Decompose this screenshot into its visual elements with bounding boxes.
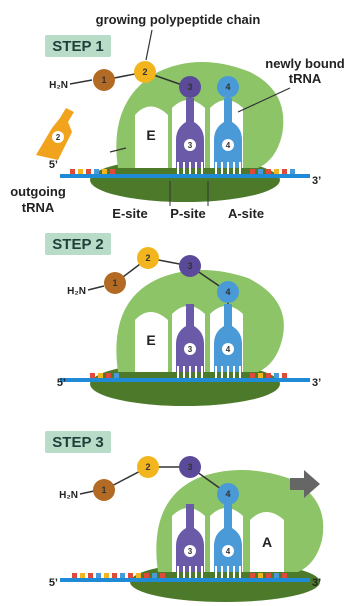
amino-acid-3-step3 <box>179 456 201 478</box>
amino-acid-2-label-step3: 2 <box>145 462 150 472</box>
trna-p-number-1: 3 <box>188 141 193 150</box>
amino-acid-2-step2 <box>137 247 159 269</box>
three-prime-label-1: 3’ <box>312 175 321 187</box>
outgoing-trna: 2 <box>36 108 74 160</box>
amino-acid-3-label-step3: 3 <box>187 462 192 472</box>
step-2-badge <box>45 233 111 255</box>
amino-acid-2-step3 <box>137 456 159 478</box>
site-letter-e-2: E <box>146 332 155 348</box>
amino-acid-4-label-step3: 4 <box>225 489 230 499</box>
amino-acid-1-label-step3: 1 <box>101 485 106 495</box>
five-prime-label-2: 5’ <box>57 377 66 389</box>
trna-p-number-2: 3 <box>188 345 193 354</box>
three-prime-label-3: 3’ <box>312 577 321 589</box>
e-site-pocket-1 <box>135 106 168 168</box>
trna-a-number-bg-2 <box>222 343 234 355</box>
mrna-strand-2 <box>60 378 310 382</box>
five-prime-label-3: 5’ <box>49 577 58 589</box>
newly-bound-label-line1: newly bound <box>265 56 345 71</box>
site-letter-e-1: E <box>146 127 155 143</box>
amino-acid-3-step1 <box>179 76 201 98</box>
site-letter-a-3: A <box>262 534 272 550</box>
e-site-pointer <box>109 147 127 153</box>
trna-a-number-bg-1 <box>222 139 234 151</box>
amino-acid-4-step1 <box>217 76 239 98</box>
mrna-strand-3 <box>60 578 310 582</box>
h2n-label-1: H₂N <box>49 80 68 91</box>
codon-anticodon-pairs-3 <box>177 566 241 578</box>
trna-p-number-bg-3 <box>184 545 196 557</box>
amino-acid-4-step3 <box>217 483 239 505</box>
trna-a-number-2: 4 <box>226 345 231 354</box>
step-3-title: STEP 3 <box>52 434 103 451</box>
newly-bound-label-line2: tRNA <box>289 71 322 86</box>
trna-a-site-3 <box>214 504 242 572</box>
newly-bound-pointer <box>237 87 291 113</box>
outgoing-label-line2: tRNA <box>22 200 55 215</box>
e-site-pocket-2 <box>135 312 168 372</box>
step-3-panel: STEP 3 A 3 4 <box>45 431 324 602</box>
h2n-label-3: H₂N <box>59 490 78 501</box>
step-2-panel: STEP 2 E 3 4 <box>45 233 321 406</box>
amino-acid-3-label-step2: 3 <box>187 261 192 271</box>
codon-anticodon-pairs-1 <box>177 162 241 174</box>
trna-p-site-2 <box>176 304 204 372</box>
a-site-label: A-site <box>228 206 264 221</box>
ribosome-small-subunit-1 <box>90 158 280 202</box>
amino-acid-3-step2 <box>179 255 201 277</box>
trna-p-number-3: 3 <box>188 547 193 556</box>
step-1-panel: STEP 1 E 3 4 <box>10 12 345 221</box>
mrna-bases-2 <box>90 373 287 378</box>
trna-p-number-bg-2 <box>184 343 196 355</box>
trna-p-number-bg-1 <box>184 139 196 151</box>
outgoing-trna-number: 2 <box>56 133 61 142</box>
ribosome-small-subunit-2 <box>90 362 280 406</box>
amino-acid-1-step1 <box>93 69 115 91</box>
n-terminus-bond-2 <box>87 285 105 291</box>
amino-acid-1-label-step1: 1 <box>101 75 106 85</box>
mrna-bases-1 <box>70 169 295 174</box>
codon-anticodon-pairs-2 <box>177 366 241 378</box>
step-1-title: STEP 1 <box>52 38 103 55</box>
step-2-title: STEP 2 <box>52 236 103 253</box>
step-3-badge <box>45 431 111 453</box>
trna-a-number-bg-3 <box>222 545 234 557</box>
amino-acid-1-label-step2: 1 <box>112 278 117 288</box>
growing-chain-pointer <box>145 29 153 61</box>
n-terminus-bond-1 <box>69 79 93 85</box>
growing-chain-label: growing polypeptide chain <box>96 12 261 27</box>
amino-acid-1-step3 <box>93 479 115 501</box>
amino-acid-4-step2 <box>217 281 239 303</box>
e-site-label: E-site <box>112 206 147 221</box>
h2n-label-2: H₂N <box>67 286 86 297</box>
trna-p-site-3 <box>176 504 204 572</box>
amino-acid-1-step2 <box>104 272 126 294</box>
step-1-badge <box>45 35 111 57</box>
amino-acid-2-label-step1: 2 <box>142 67 147 77</box>
trna-a-site-2 <box>214 304 242 372</box>
mrna-strand-1 <box>60 174 310 178</box>
amino-acid-2-label-step2: 2 <box>145 253 150 263</box>
trna-a-site-1 <box>214 98 242 168</box>
mrna-bases-3 <box>72 573 287 578</box>
amino-acid-4-label-step2: 4 <box>225 287 230 297</box>
outgoing-label-line1: outgoing <box>10 184 66 199</box>
n-terminus-bond-3 <box>79 490 95 495</box>
five-prime-label-1: 5’ <box>49 159 58 171</box>
p-site-label: P-site <box>170 206 205 221</box>
amino-acid-4-label-step1: 4 <box>225 82 230 92</box>
translocation-arrow-icon <box>290 470 320 498</box>
amino-acid-3-label-step1: 3 <box>187 82 192 92</box>
amino-acid-2-step1 <box>134 61 156 83</box>
trna-a-number-3: 4 <box>226 547 231 556</box>
three-prime-label-2: 3’ <box>312 377 321 389</box>
trna-a-number-1: 4 <box>226 141 231 150</box>
trna-p-site-1 <box>176 98 204 168</box>
empty-a-site-pocket-3 <box>250 512 284 572</box>
